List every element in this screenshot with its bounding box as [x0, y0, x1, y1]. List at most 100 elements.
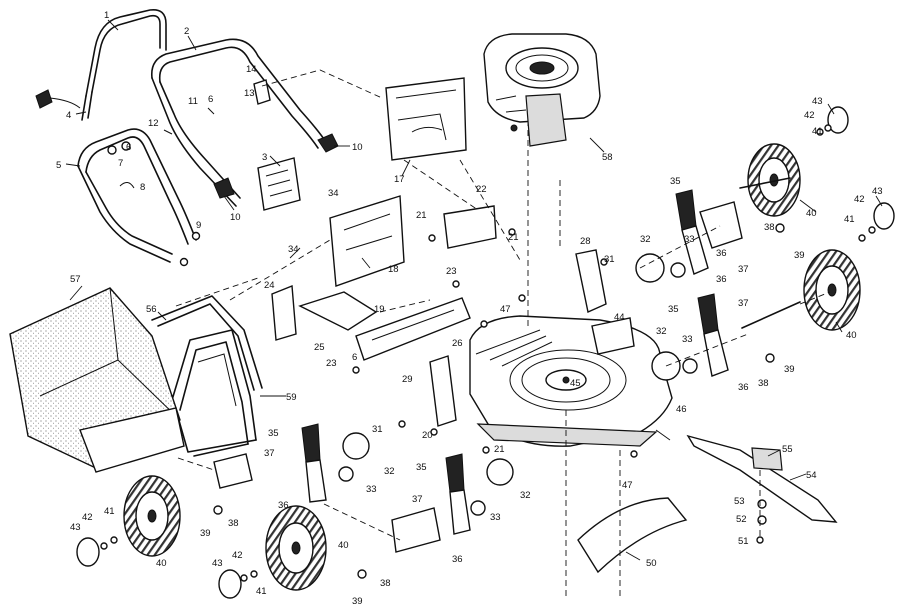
callout-39: 39	[200, 528, 211, 539]
deck-bracket-24	[271, 284, 297, 341]
callout-33: 33	[490, 512, 501, 523]
callout-47: 47	[622, 480, 633, 491]
callout-45: 45	[570, 378, 581, 389]
lower-handle-part-5	[77, 128, 197, 263]
callout-leader-lines	[65, 19, 883, 561]
callout-39: 39	[794, 250, 805, 261]
callout-3: 3	[262, 152, 267, 163]
callout-43: 43	[212, 558, 223, 569]
callout-14: 14	[246, 64, 257, 75]
callout-21: 21	[494, 444, 505, 455]
upper-handle-part-2	[150, 38, 327, 207]
callout-22: 22	[476, 184, 487, 195]
baffle-50	[577, 497, 688, 574]
bracket-28	[575, 249, 607, 313]
height-adjuster-35-36-lower-left	[301, 423, 327, 503]
callout-43: 43	[872, 186, 883, 197]
handle-wire-clip-4	[35, 89, 81, 109]
assembly-guide-lines	[175, 69, 831, 600]
callout-47: 47	[500, 304, 511, 315]
callout-38: 38	[764, 222, 775, 233]
callout-41: 41	[812, 126, 823, 137]
callout-40: 40	[846, 330, 857, 341]
callout-37: 37	[738, 264, 749, 275]
callout-56: 56	[146, 304, 157, 315]
callout-36: 36	[716, 248, 727, 259]
upper-handle-part-1	[81, 8, 167, 121]
callout-8: 8	[140, 182, 145, 193]
callout-42: 42	[82, 512, 93, 523]
callout-53: 53	[734, 496, 745, 507]
callout-36: 36	[452, 554, 463, 565]
callout-44: 44	[614, 312, 625, 323]
callout-35: 35	[268, 428, 279, 439]
wheel-hardware-41-42	[100, 124, 876, 582]
handle-knob-10-upper	[317, 133, 339, 153]
height-adjuster-35-36-upper	[675, 189, 743, 275]
callout-29: 29	[402, 374, 413, 385]
callout-41: 41	[104, 506, 115, 517]
callout-13: 13	[244, 88, 255, 99]
callout-23: 23	[326, 358, 337, 369]
height-adjuster-35-36-lower-center	[445, 453, 471, 535]
callout-10: 10	[352, 142, 363, 153]
callout-26: 26	[452, 338, 463, 349]
callout-10: 10	[230, 212, 241, 223]
callout-33: 33	[684, 234, 695, 245]
callout-9: 9	[196, 220, 201, 231]
callout-37: 37	[412, 494, 423, 505]
callout-5: 5	[56, 160, 61, 171]
callout-35: 35	[670, 176, 681, 187]
wheel-40-lower-left	[123, 475, 181, 557]
callout-numbers: 1 2 3 4 5 6 6 6 7 8 9 10 10 11 12 13 14 …	[56, 10, 883, 607]
callout-6: 6	[126, 142, 131, 153]
chute-deflector-44	[591, 317, 635, 355]
bracket-22	[443, 205, 497, 249]
callout-1: 1	[104, 10, 109, 21]
callout-40: 40	[338, 540, 349, 551]
callout-57: 57	[70, 274, 81, 285]
callout-11: 11	[188, 96, 198, 107]
callout-32: 32	[520, 490, 531, 501]
hubcaps-43	[76, 106, 895, 599]
callout-50: 50	[646, 558, 657, 569]
callout-40: 40	[156, 558, 167, 569]
callout-37: 37	[264, 448, 275, 459]
callout-7: 7	[118, 158, 123, 169]
callout-2: 2	[184, 26, 189, 37]
fasteners-misc	[213, 223, 785, 579]
callout-51: 51	[738, 536, 749, 547]
callout-24: 24	[264, 280, 275, 291]
callout-32: 32	[384, 466, 395, 477]
callout-55: 55	[782, 444, 793, 455]
handle-bolts-and-hardware	[107, 107, 215, 267]
callout-46: 46	[676, 404, 687, 415]
handle-knob-10-lower	[213, 177, 235, 199]
callout-4: 4	[66, 110, 71, 121]
callout-35: 35	[416, 462, 427, 473]
callout-20: 20	[422, 430, 433, 441]
callout-6: 6	[352, 352, 357, 363]
wheel-40-mid-right	[803, 249, 861, 331]
callout-25: 25	[314, 342, 325, 353]
bracket-29	[429, 355, 457, 427]
callout-42: 42	[232, 550, 243, 561]
control-cable-bracket-14	[253, 79, 271, 105]
blade-adapter-55	[751, 447, 783, 471]
callout-41: 41	[256, 586, 267, 597]
callout-31: 31	[604, 254, 615, 265]
callout-43: 43	[812, 96, 823, 107]
wheel-40-lower-center	[265, 505, 327, 591]
callout-52: 52	[736, 514, 747, 525]
callout-17: 17	[394, 174, 405, 185]
callout-54: 54	[806, 470, 817, 481]
callout-37: 37	[738, 298, 749, 309]
callout-6: 6	[208, 94, 213, 105]
callout-36: 36	[738, 382, 749, 393]
gears-32-33	[338, 253, 698, 516]
axles-37	[213, 177, 801, 553]
bag-frame-59	[171, 329, 257, 457]
callout-42: 42	[854, 194, 865, 205]
blade-bolt-washer-51-52-53	[756, 499, 767, 544]
